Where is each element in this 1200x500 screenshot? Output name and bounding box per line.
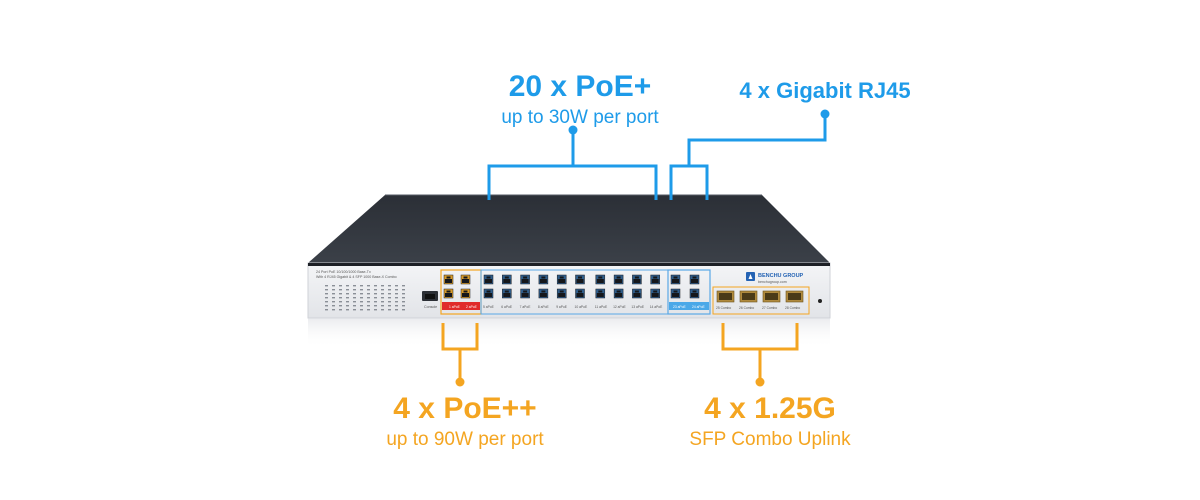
poe-plus-port (575, 274, 585, 285)
reset-button (818, 299, 822, 303)
sfp-combo-ports: 25 Combo 26 Combo 27 Combo 28 Combo (716, 290, 804, 310)
poe-plus-port (595, 288, 606, 299)
panel-model-line1: 24 Port PoE 10/100/1000 Base-Tx (316, 270, 371, 274)
poe-plus-port (650, 288, 660, 299)
port-label: 13 aPoE (631, 305, 644, 309)
poe-plus-port (520, 274, 530, 285)
poe-plus-port (520, 288, 530, 299)
switch-top (308, 195, 830, 263)
sfp-port (785, 290, 804, 303)
gigabit-rj45-port (670, 288, 681, 299)
poe-plus-port (613, 288, 624, 299)
poe-plusplus-port (443, 274, 454, 285)
poe-plusplus-subtitle: up to 90W per port (386, 429, 544, 450)
port-label: 23 aPoE (673, 305, 686, 309)
poe-plus-port (556, 288, 567, 299)
port-label: 9 aPoE (556, 305, 568, 309)
poe-plus-subtitle: up to 30W per port (501, 107, 659, 128)
sfp-label: 27 Combo (762, 306, 777, 310)
brand-name: BENCHU GROUP (758, 273, 804, 279)
console-port: Console (422, 291, 438, 309)
poe-plus-ports: 5 aPoE 6 aPoE 7 aPoE 8 aPoE 9 aPoE 10 aPoE 11 … (483, 274, 663, 309)
sfp-label: 28 Combo (785, 306, 800, 310)
poe-plus-port (502, 288, 512, 299)
poe-plusplus-ports: 1 aPoE 2 aPoE (442, 274, 480, 310)
gigabit-rj45-port (689, 274, 700, 285)
gigabit-title: 4 x Gigabit RJ45 (739, 78, 911, 103)
poe-plusplus-port (443, 288, 454, 299)
port-label: 14 aPoE (650, 305, 663, 309)
poe-plusplus-port (460, 274, 471, 285)
sfp-subtitle: SFP Combo Uplink (689, 429, 851, 450)
poe-plus-port (632, 274, 642, 285)
poe-plus-port (650, 274, 660, 285)
sfp-callout: 4 x 1.25G SFP Combo Uplink (660, 392, 880, 450)
poe-plus-leader (487, 130, 658, 200)
sfp-port (716, 290, 735, 303)
poe-plusplus-leader (441, 323, 479, 380)
sfp-label: 26 Combo (739, 306, 754, 310)
gigabit-rj45-port (670, 274, 681, 285)
port-label: 7 aPoE (520, 305, 532, 309)
port-label: 5 aPoE (483, 305, 495, 309)
poe-plus-port (556, 274, 567, 285)
sfp-port (762, 290, 781, 303)
sfp-leader (721, 323, 799, 380)
sfp-label: 25 Combo (716, 306, 731, 310)
port-label: 10 aPoE (575, 305, 588, 309)
switch-front-panel (307, 262, 831, 319)
port-label: 24 aPoE (692, 305, 705, 309)
poe-plus-port (595, 274, 606, 285)
poe-plus-port (483, 288, 494, 299)
gigabit-leader (669, 117, 827, 200)
gigabit-callout: 4 x Gigabit RJ45 (720, 80, 930, 102)
brand-website: benchugroup.com (758, 280, 787, 284)
poe-plus-port (502, 274, 512, 285)
port-label: 2 aPoE (466, 305, 478, 309)
led-indicator-grid (325, 285, 405, 311)
sfp-port (739, 290, 758, 303)
poe-plus-callout: 20 x PoE+ up to 30W per port (470, 70, 690, 128)
port-label: 8 aPoE (538, 305, 550, 309)
port-label: 12 aPoE (613, 305, 626, 309)
switch-reflection (308, 318, 830, 348)
poe-plusplus-port (460, 288, 471, 299)
brand-logo: BENCHU GROUP benchugroup.com (746, 272, 804, 284)
gigabit-rj45-ports: 23 aPoE 24 aPoE (669, 274, 709, 310)
poe-plus-port (613, 274, 624, 285)
port-label: 1 aPoE (449, 305, 461, 309)
poe-plusplus-title: 4 x PoE++ (393, 392, 537, 425)
console-label: Console (424, 305, 437, 309)
port-label: 6 aPoE (501, 305, 513, 309)
sfp-title: 4 x 1.25G (704, 392, 836, 425)
poe-plus-port (538, 288, 549, 299)
poe-plus-port (538, 274, 549, 285)
poe-plusplus-callout: 4 x PoE++ up to 90W per port (355, 392, 575, 450)
poe-plus-title: 20 x PoE+ (508, 70, 652, 103)
port-label: 11 aPoE (595, 305, 608, 309)
poe-plus-port (483, 274, 494, 285)
poe-plus-port (632, 288, 642, 299)
gigabit-rj45-port (689, 288, 700, 299)
poe-plus-port (575, 288, 585, 299)
panel-model-line2: With 4 RJ45 Gigabit & 4 SFP 1000 Base-X … (316, 275, 397, 279)
